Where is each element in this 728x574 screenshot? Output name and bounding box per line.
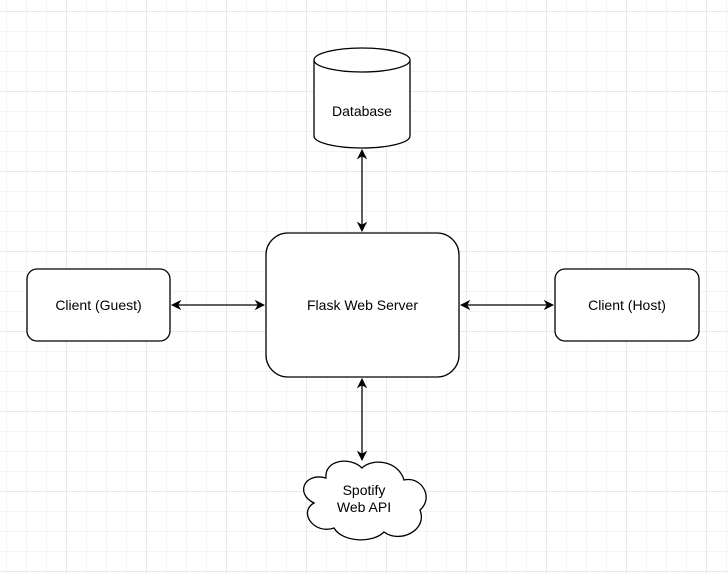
guest-client-node[interactable] xyxy=(26,268,171,342)
guest-client-label: Client (Guest) xyxy=(27,290,170,320)
guest-client-label-text: Client (Guest) xyxy=(55,296,142,313)
spotify-cloud-node[interactable] xyxy=(303,460,427,541)
database-label: Database xyxy=(314,96,410,126)
host-client-label: Client (Host) xyxy=(555,290,699,320)
server-node[interactable] xyxy=(265,232,460,378)
spotify-label: Spotify Web API xyxy=(312,481,416,517)
host-client-node[interactable] xyxy=(554,268,700,342)
server-label-text: Flask Web Server xyxy=(307,296,418,313)
spotify-label-line2: Web API xyxy=(336,499,392,515)
spotify-label-line1: Spotify xyxy=(342,482,386,498)
host-client-label-text: Client (Host) xyxy=(588,296,666,313)
database-label-text: Database xyxy=(332,102,392,119)
server-label: Flask Web Server xyxy=(266,290,459,320)
database-node[interactable] xyxy=(313,47,411,149)
